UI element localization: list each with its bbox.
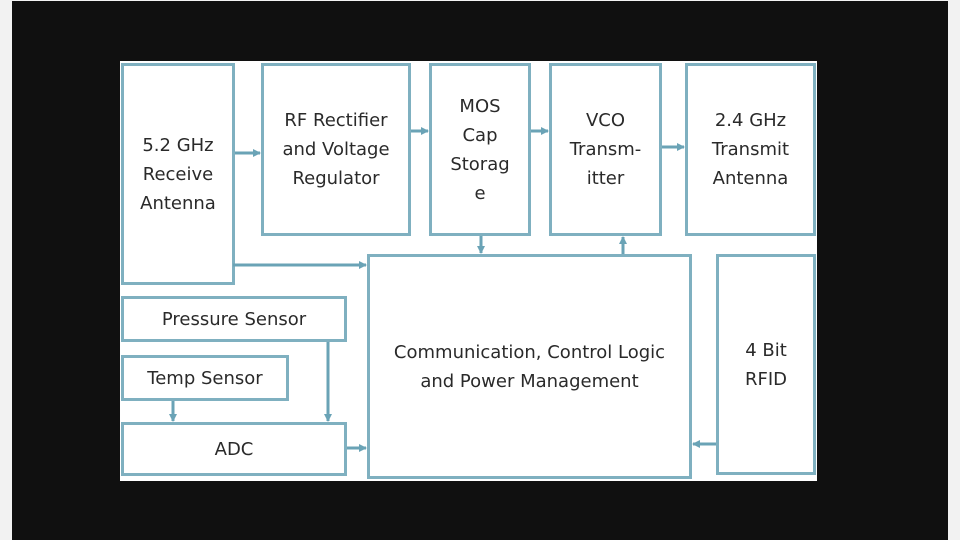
mos-cap-block: MOS Cap Storag e: [429, 63, 531, 236]
adc-block: ADC: [121, 422, 347, 476]
vco-block: VCO Transm- itter: [549, 63, 662, 236]
rf-rectifier-block: RF Rectifier and Voltage Regulator: [261, 63, 411, 236]
rfid-block: 4 Bit RFID: [716, 254, 816, 475]
receive-antenna-label: 5.2 GHz Receive Antenna: [140, 134, 216, 214]
temp-sensor-block: Temp Sensor: [121, 355, 289, 401]
rf-rectifier-label: RF Rectifier and Voltage Regulator: [282, 110, 390, 189]
pressure-sensor-block: Pressure Sensor: [121, 296, 347, 342]
receive-antenna-block: 5.2 GHz Receive Antenna: [121, 63, 235, 285]
rfid-label: 4 Bit RFID: [744, 339, 788, 390]
vco-label: VCO Transm- itter: [569, 110, 642, 189]
transmit-antenna-label: 2.4 GHz Transmit Antenna: [711, 110, 790, 189]
pressure-sensor-label: Pressure Sensor: [161, 308, 307, 330]
mos-cap-label: MOS Cap Storag e: [450, 95, 510, 204]
control-logic-block: Communication, Control Logic and Power M…: [367, 254, 692, 479]
transmit-antenna-block: 2.4 GHz Transmit Antenna: [685, 63, 816, 236]
control-logic-label: Communication, Control Logic and Power M…: [393, 341, 666, 392]
adc-label: ADC: [214, 438, 254, 460]
temp-sensor-label: Temp Sensor: [147, 367, 263, 389]
